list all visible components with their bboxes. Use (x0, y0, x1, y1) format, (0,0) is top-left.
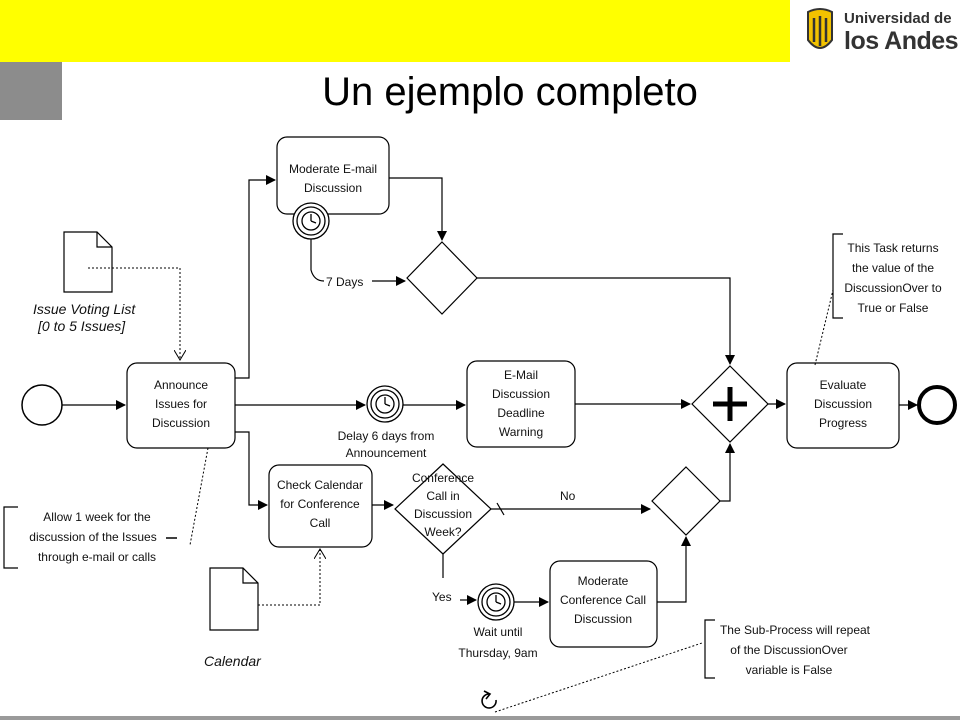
timer-boundary-icon (292, 202, 330, 240)
annotation-text: The Sub-Process will repeat (720, 623, 871, 637)
task-moderate-conference: Moderate Conference Call Discussion (549, 560, 658, 648)
timer-delay-label: Delay 6 days from (338, 429, 435, 443)
flow-label-no: No (560, 489, 576, 503)
gateway-merge (651, 466, 721, 536)
task-label: Discussion (304, 181, 362, 195)
logo-line2: los Andes (844, 27, 959, 55)
annotation-text: through e-mail or calls (38, 550, 156, 564)
university-crest-icon (807, 8, 833, 49)
annotation-text: Allow 1 week for the (43, 510, 151, 524)
timer-wait-icon (477, 583, 515, 621)
task-label: Issues for (155, 397, 207, 411)
task-evaluate: Evaluate Discussion Progress (786, 362, 900, 449)
start-event (21, 384, 63, 426)
task-label: Moderate E-mail (289, 162, 377, 176)
loop-icon (481, 690, 497, 709)
data-object-label: [0 to 5 Issues] (37, 318, 126, 334)
annotation-text: True or False (858, 301, 929, 315)
plus-icon (713, 387, 747, 421)
header-banner (0, 0, 790, 62)
slide-title: Un ejemplo completo (322, 70, 698, 114)
document-icon (63, 231, 113, 293)
task-check-calendar: Check Calendar for Conference Call (268, 464, 373, 548)
task-label: Discussion (814, 397, 872, 411)
task-label: E-Mail (504, 368, 538, 382)
logo-line1: Universidad de (844, 10, 952, 27)
gateway-top (406, 241, 478, 315)
task-label: Conference Call (560, 593, 646, 607)
timer-delay-icon (366, 385, 404, 423)
timer-wait-label: Wait until (474, 625, 523, 639)
task-announce: Announce Issues for Discussion (126, 362, 236, 449)
annotation-text: This Task returns (847, 241, 938, 255)
task-moderate-email: Moderate E-mail Discussion (276, 136, 390, 215)
annotation-text: discussion of the Issues (29, 530, 156, 544)
task-label: Evaluate (820, 378, 867, 392)
data-object-label: Calendar (204, 653, 262, 669)
annotation-text: variable is False (746, 663, 833, 677)
data-object-label: Issue Voting List (33, 301, 136, 317)
task-label: Check Calendar (277, 478, 363, 492)
decorative-square (0, 62, 62, 120)
annotation-brackets (3, 233, 843, 679)
associations (88, 267, 834, 713)
calendar-document-icon (209, 567, 259, 631)
timer-wait-label: Thursday, 9am (458, 646, 537, 660)
bottom-border (0, 716, 960, 720)
task-email-warning: E-Mail Discussion Deadline Warning (466, 360, 576, 448)
task-label: Progress (819, 416, 867, 430)
task-label: Warning (499, 425, 543, 439)
task-label: Discussion (574, 612, 632, 626)
task-label: Call (310, 516, 331, 530)
timer-delay-label: Announcement (346, 446, 427, 460)
end-event (917, 385, 957, 425)
annotation-text: of the DiscussionOver (730, 643, 847, 657)
flow-label-7-days: 7 Days (326, 275, 363, 289)
task-label: Moderate (578, 574, 629, 588)
task-label: Discussion (152, 416, 210, 430)
task-label: Announce (154, 378, 208, 392)
gateway-label: Discussion (414, 507, 472, 521)
gateway-label: Week? (424, 525, 461, 539)
sequence-flows (62, 175, 918, 607)
task-label: for Conference (280, 497, 360, 511)
gateway-label: Call in (426, 489, 459, 503)
annotation-text: DiscussionOver to (844, 281, 942, 295)
task-label: Deadline (497, 406, 545, 420)
gateway-label: Conference (412, 471, 474, 485)
university-logo: Universidad de los Andes (800, 6, 960, 62)
annotation-text: the value of the (852, 261, 934, 275)
task-label: Discussion (492, 387, 550, 401)
flow-label-yes: Yes (432, 590, 452, 604)
